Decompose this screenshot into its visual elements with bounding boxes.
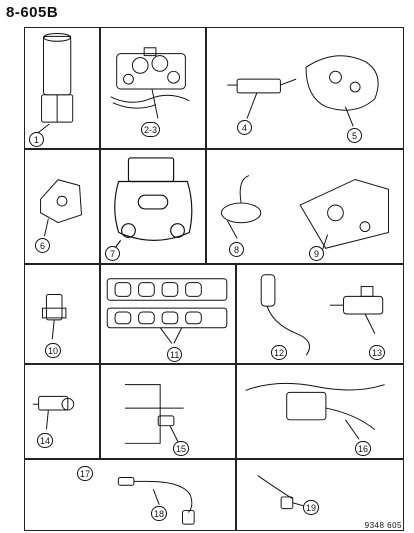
panel-17-18: 17 18 xyxy=(24,459,236,531)
callout-9: 9 xyxy=(309,246,324,261)
panel-11: 11 xyxy=(100,264,236,364)
callout-19: 19 xyxy=(303,500,320,515)
callout-7: 7 xyxy=(105,246,120,261)
parts-grid: 1 2-3 4 5 6 xyxy=(24,27,404,531)
panel-16: 16 xyxy=(236,364,404,459)
callout-5: 5 xyxy=(347,128,362,143)
callout-2-3: 2-3 xyxy=(141,122,161,137)
panel-7: 7 xyxy=(100,149,206,264)
oxygen-sensor-harness-illustration xyxy=(245,382,385,440)
oxygen-sensor-illustration xyxy=(117,477,195,525)
panel-12-13: 12 13 xyxy=(236,264,404,364)
panel-2-3: 2-3 xyxy=(100,27,206,149)
panel-15: 15 xyxy=(100,364,236,459)
knock-sensor-illustration xyxy=(32,395,75,430)
panel-14: 14 xyxy=(24,364,100,459)
callout-11: 11 xyxy=(167,347,183,362)
panel-10: 10 xyxy=(24,264,100,364)
sensor-canister-illustration xyxy=(36,32,74,135)
callout-12: 12 xyxy=(271,345,288,360)
sensor-bracket-illustration xyxy=(124,384,184,444)
sensor-connector-illustration xyxy=(257,475,307,510)
sensor-plug-illustration xyxy=(42,294,67,340)
bracket-sensor-illustration xyxy=(40,179,82,237)
callout-16: 16 xyxy=(355,441,372,456)
panel-1: 1 xyxy=(24,27,100,149)
temperature-sensor-illustration xyxy=(220,175,390,253)
throttle-body-sensor-illustration xyxy=(110,47,190,119)
callout-8: 8 xyxy=(229,242,244,257)
map-sensor-illustration xyxy=(227,55,379,127)
throttle-position-sensor-illustration xyxy=(114,157,193,249)
page-code: 8-605B xyxy=(6,4,59,21)
crankshaft-sensor-illustration xyxy=(260,274,384,356)
drawing-number: 9348 605 xyxy=(364,521,402,530)
panel-6: 6 xyxy=(24,149,100,264)
callout-6: 6 xyxy=(35,238,50,253)
callout-13: 13 xyxy=(369,345,386,360)
panel-19: 19 xyxy=(236,459,404,531)
callout-17: 17 xyxy=(77,466,94,481)
callout-18: 18 xyxy=(151,506,168,521)
callout-15: 15 xyxy=(173,441,190,456)
panel-8-9: 8 9 xyxy=(206,149,404,264)
intake-manifold-illustration xyxy=(106,278,228,344)
panel-4-5: 4 5 xyxy=(206,27,404,149)
callout-14: 14 xyxy=(37,433,54,448)
callout-1: 1 xyxy=(29,132,44,147)
callout-10: 10 xyxy=(45,343,62,358)
callout-4: 4 xyxy=(237,120,252,135)
